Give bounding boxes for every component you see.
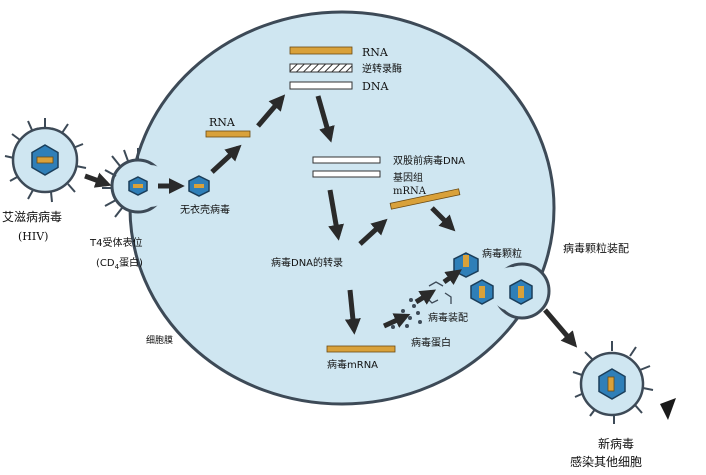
arrow-to-double-dna [315, 95, 335, 143]
double-strand-dna-label: 双股前病毒DNA [393, 154, 465, 167]
particle-assembly-label: 病毒颗粒装配 [563, 241, 629, 255]
legend-enzyme-label: 逆转录酶 [362, 62, 402, 75]
mrna-label: mRNA [393, 186, 427, 197]
viral-protein-label: 病毒蛋白 [411, 336, 451, 349]
cd4-protein-label: (CD4蛋白) [96, 256, 143, 271]
strand-legend [289, 46, 353, 90]
arrow-infect-others [660, 398, 676, 420]
hiv-abbr-label: (HIV) [18, 230, 48, 243]
genome-label: 基因组 [393, 171, 423, 184]
arrow-to-protein [382, 313, 411, 329]
arrow-to-assembled [442, 269, 462, 286]
genome-mrna-strand [389, 188, 461, 210]
new-virus-label: 新病毒 [598, 436, 634, 451]
arrow-to-particle [430, 206, 456, 232]
viral-dna-transcription-label: 病毒DNA的转录 [271, 256, 343, 269]
entry-bud-spikes [102, 148, 139, 218]
entry-seam [129, 165, 171, 207]
budding-particle [509, 279, 533, 305]
hiv-name-label: 艾滋病病毒 [2, 209, 62, 224]
uncoated-capsid [188, 175, 210, 197]
legend-dna-label: DNA [362, 80, 389, 93]
viral-assembly-label: 病毒装配 [428, 311, 468, 324]
arrow-to-transcription [327, 189, 344, 241]
viral-mrna-strand [326, 345, 396, 353]
legend-dna-strand [289, 81, 353, 90]
rna-label: RNA [209, 116, 236, 129]
assembled-particle-2 [470, 279, 494, 305]
arrow-to-assembly [414, 289, 437, 305]
entering-capsid [128, 176, 148, 196]
arrow-to-rna [210, 144, 242, 174]
legend-rna-strand [289, 46, 353, 55]
arrow-to-genome [358, 218, 388, 246]
process-arrows [84, 94, 578, 348]
viral-rna-strand [205, 130, 251, 138]
new-virion [572, 341, 654, 424]
viral-particle-label: 病毒颗粒 [482, 247, 522, 260]
legend-rna-label: RNA [362, 46, 389, 59]
arrow-attach [84, 172, 112, 188]
hiv-virion [4, 118, 87, 203]
double-strand-dna [312, 156, 381, 178]
uncoated-virus-label: 无衣壳病毒 [180, 203, 230, 216]
cell-membrane-label: 细胞膜 [146, 334, 173, 346]
viral-mrna-label: 病毒mRNA [327, 358, 378, 371]
arrow-release [543, 308, 578, 348]
infect-other-cells-label: 感染其他细胞 [570, 454, 642, 469]
arrow-to-reverse-transcription [256, 94, 286, 128]
t4-receptor-label: T4受体表位 [89, 236, 142, 249]
legend-enzyme-strand [289, 63, 353, 73]
arrow-to-viral-mrna [344, 289, 361, 335]
